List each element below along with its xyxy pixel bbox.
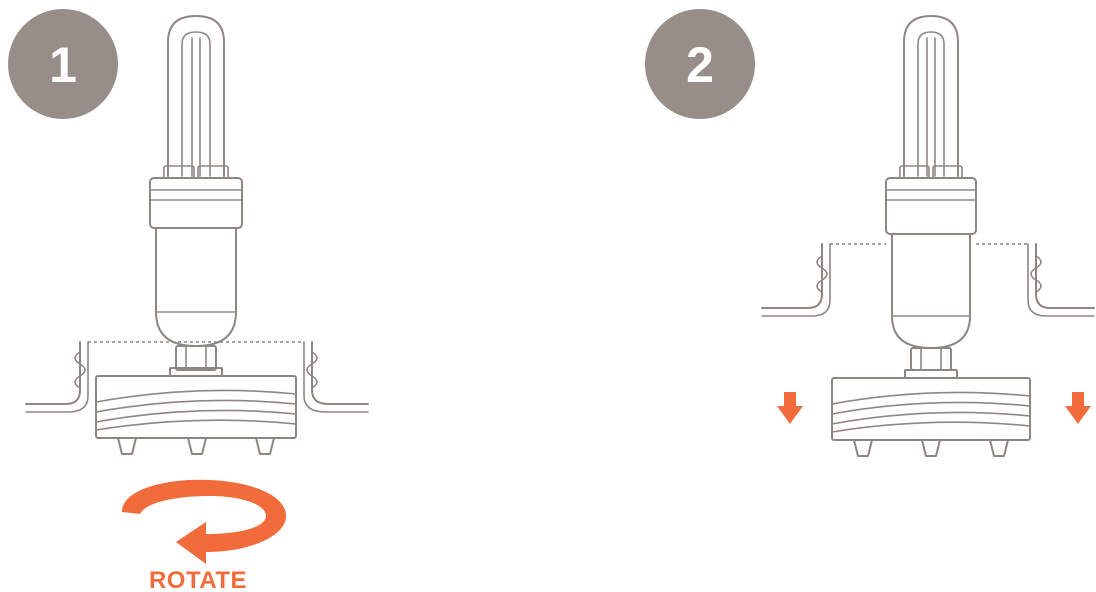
step-1-number: 1: [49, 37, 77, 93]
step-2-bulb-icon: [885, 15, 977, 379]
step-1: 1: [8, 9, 369, 592]
step-2-down-arrow-right-icon: [1065, 392, 1091, 424]
step-1-rotate-arrow-icon: [122, 479, 286, 564]
step-2-number: 2: [686, 37, 714, 93]
step-1-badge-circle: [8, 9, 118, 119]
step-2: 2: [645, 9, 1095, 457]
step-2-badge-circle: [645, 9, 755, 119]
step-2-down-arrow-left-icon: [777, 392, 803, 424]
step-1-badge: 1: [8, 9, 118, 119]
step-1-fixture-socket-icon: [25, 341, 369, 455]
step-2-fixture-socket-icon: [761, 243, 1095, 457]
step-2-badge: 2: [645, 9, 755, 119]
step-1-rotate-label: ROTATE: [149, 567, 247, 592]
step-1-bulb-icon: [149, 15, 243, 377]
